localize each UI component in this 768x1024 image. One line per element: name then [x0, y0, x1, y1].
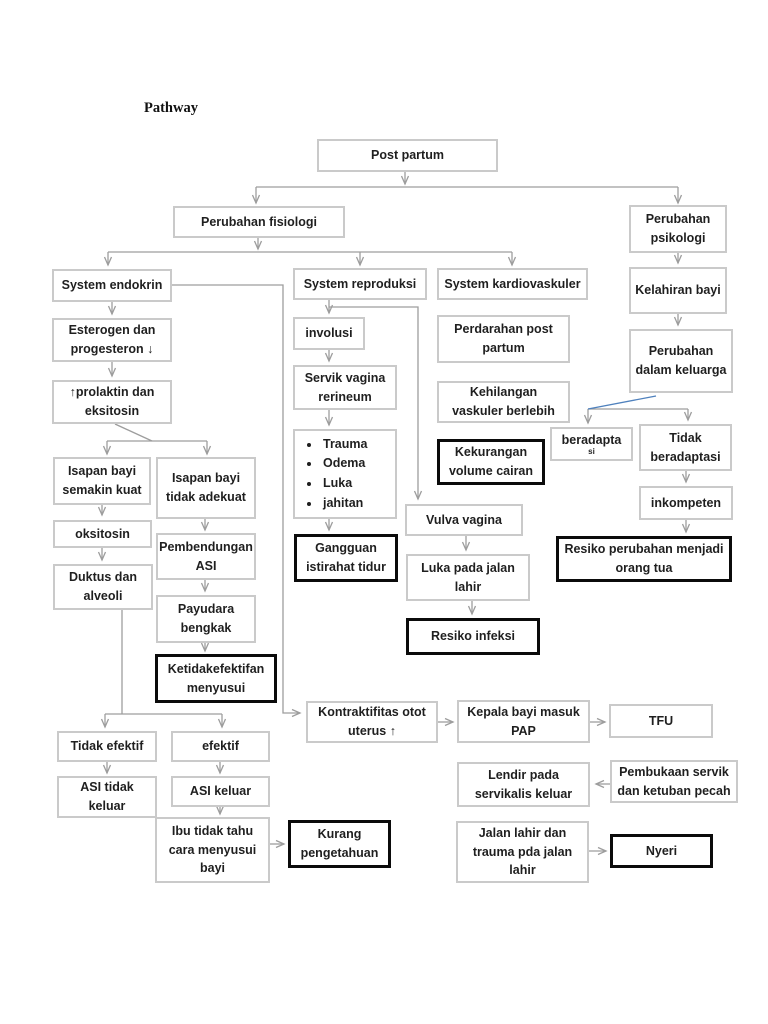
- node-kontraktifitas-uterus: Kontraktifitas otot uterus ↑: [306, 701, 438, 743]
- node-pembendungan-asi: Pembendungan ASI: [156, 533, 256, 580]
- list-item: Luka: [321, 474, 367, 493]
- node-asi-tidak-keluar: ASI tidak keluar: [57, 776, 157, 818]
- node-esterogen-progesteron: Esterogen dan progesteron ↓: [52, 318, 172, 362]
- node-perdarahan-post-partum: Perdarahan post partum: [437, 315, 570, 363]
- node-perubahan-psikologi: Perubahan psikologi: [629, 205, 727, 253]
- node-kekurangan-volume-cairan: Kekurangan volume cairan: [437, 439, 545, 485]
- node-efektif: efektif: [171, 731, 270, 762]
- node-inkompeten: inkompeten: [639, 486, 733, 520]
- node-perubahan-dalam-keluarga: Perubahan dalam keluarga: [629, 329, 733, 393]
- symptom-list: Trauma Odema Luka jahitan: [299, 435, 367, 514]
- node-vulva-vagina: Vulva vagina: [405, 504, 523, 536]
- node-system-reproduksi: System reproduksi: [293, 268, 427, 300]
- node-tidak-beradaptasi: Tidak beradaptasi: [639, 424, 732, 471]
- node-tfu: TFU: [609, 704, 713, 738]
- node-beradaptasi: beradapta si: [550, 427, 633, 461]
- beradaptasi-line2: si: [588, 446, 595, 456]
- page-title: Pathway: [144, 100, 198, 116]
- node-pembukaan-servik: Pembukaan servik dan ketuban pecah: [610, 760, 738, 803]
- node-servik-vagina: Servik vagina rerineum: [293, 365, 397, 410]
- blue-connector-line: [587, 395, 657, 410]
- node-ketidakefektifan-menyusui: Ketidakefektifan menyusui: [155, 654, 277, 703]
- list-item: Trauma: [321, 435, 367, 454]
- node-tidak-efektif: Tidak efektif: [57, 731, 157, 762]
- node-isapan-tidak-adekuat: Isapan bayi tidak adekuat: [156, 457, 256, 519]
- node-kurang-pengetahuan: Kurang pengetahuan: [288, 820, 391, 868]
- node-lendir-servikalis: Lendir pada servikalis keluar: [457, 762, 590, 807]
- node-kepala-bayi-pap: Kepala bayi masuk PAP: [457, 700, 590, 743]
- node-duktus-alveoli: Duktus dan alveoli: [53, 564, 153, 610]
- node-resiko-infeksi: Resiko infeksi: [406, 618, 540, 655]
- node-post-partum: Post partum: [317, 139, 498, 172]
- list-item: Odema: [321, 454, 367, 473]
- node-system-kardiovaskuler: System kardiovaskuler: [437, 268, 588, 300]
- beradaptasi-line1: beradapta: [561, 432, 622, 447]
- node-perubahan-fisiologi: Perubahan fisiologi: [173, 206, 345, 238]
- node-ibu-tidak-tahu: Ibu tidak tahu cara menyusui bayi: [155, 817, 270, 883]
- node-luka-jalan-lahir: Luka pada jalan lahir: [406, 554, 530, 601]
- list-item: jahitan: [321, 494, 367, 513]
- node-jalan-lahir-trauma: Jalan lahir dan trauma pda jalan lahir: [456, 821, 589, 883]
- node-symptom-list: Trauma Odema Luka jahitan: [293, 429, 397, 519]
- node-isapan-semakin-kuat: Isapan bayi semakin kuat: [53, 457, 151, 505]
- node-system-endokrin: System endokrin: [52, 269, 172, 302]
- node-nyeri: Nyeri: [610, 834, 713, 868]
- node-oksitosin: oksitosin: [53, 520, 152, 548]
- node-asi-keluar: ASI keluar: [171, 776, 270, 807]
- node-involusi: involusi: [293, 317, 365, 350]
- node-kelahiran-bayi: Kelahiran bayi: [629, 267, 727, 314]
- node-resiko-perubahan-orang-tua: Resiko perubahan menjadi orang tua: [556, 536, 732, 582]
- node-gangguan-istirahat-tidur: Gangguan istirahat tidur: [294, 534, 398, 582]
- node-kehilangan-vaskuler: Kehilangan vaskuler berlebih: [437, 381, 570, 423]
- node-prolaktin-eksitosin: ↑prolaktin dan eksitosin: [52, 380, 172, 424]
- node-payudara-bengkak: Payudara bengkak: [156, 595, 256, 643]
